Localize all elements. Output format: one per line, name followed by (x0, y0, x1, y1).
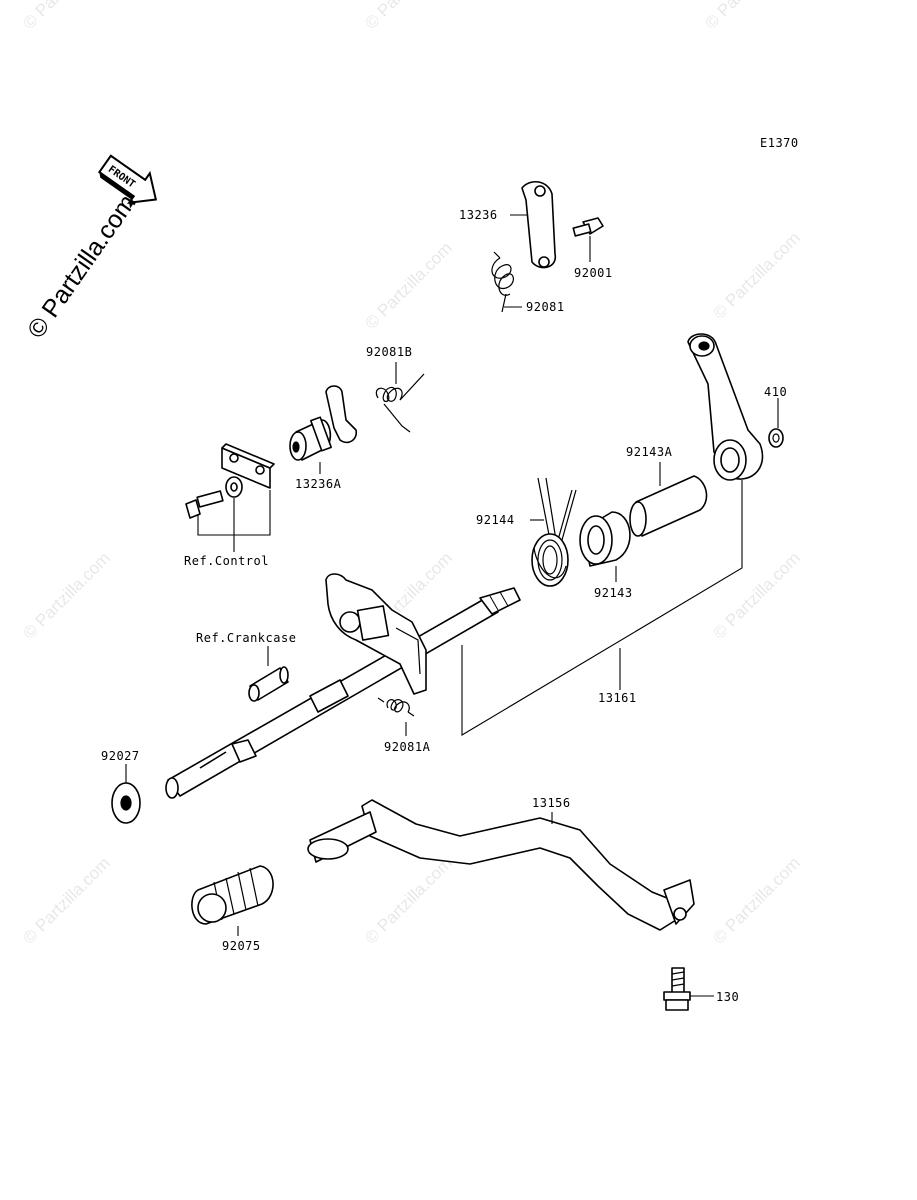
callout-labels: 13236 92001 92081 92081B 410 13236A 9214… (101, 208, 787, 1004)
callout-92143A: 92143A (626, 445, 673, 459)
callout-13156: 13156 (532, 796, 571, 810)
callout-92001: 92001 (574, 266, 613, 280)
callout-13236: 13236 (459, 208, 498, 222)
callout-92143: 92143 (594, 586, 633, 600)
part-92001-bolt (572, 217, 604, 237)
part-130-bolt (663, 967, 691, 1011)
callout-92081A: 92081A (384, 740, 431, 754)
part-92081B-spring (375, 373, 425, 433)
part-92081-spring (491, 251, 514, 313)
ref-crankcase-dowel (248, 666, 289, 702)
watermark: © Partzilla.com (361, 238, 455, 332)
watermark: © Partzilla.com (19, 548, 113, 642)
callout-130: 130 (716, 990, 739, 1004)
watermark: © Partzilla.com (19, 853, 113, 947)
callout-92075: 92075 (222, 939, 261, 953)
callout-410: 410 (764, 385, 787, 399)
watermark: © Partzilla.com (709, 853, 803, 947)
part-13161-shift-shaft (165, 573, 521, 799)
callout-13236A: 13236A (295, 477, 342, 491)
part-410-washer (768, 428, 784, 448)
part-92027-washer (111, 782, 141, 824)
part-13161-arm (687, 333, 764, 481)
callout-92081B: 92081B (366, 345, 412, 359)
callout-ref-control: Ref.Control (184, 554, 269, 568)
callout-13161: 13161 (598, 691, 637, 705)
callout-92081: 92081 (526, 300, 565, 314)
part-92143A-sleeve (629, 475, 708, 537)
callout-92027: 92027 (101, 749, 140, 763)
part-92081A-spring (377, 697, 415, 717)
bracket-13161 (461, 480, 743, 736)
diagram-code: E1370 (760, 136, 799, 150)
part-13236A-lever (289, 385, 358, 461)
part-92144-spring (531, 477, 577, 587)
watermark: © Partzilla.com (709, 228, 803, 322)
watermark: © Partzilla.com (361, 853, 455, 947)
brand-logo: © Partzilla.com (22, 189, 142, 343)
part-92075-pedal-rubber (191, 865, 274, 925)
callout-ref-crankcase: Ref.Crankcase (196, 631, 296, 645)
part-13236-lever (521, 181, 557, 269)
part-13156-shift-pedal (307, 799, 695, 931)
watermark: © Partzilla.com (701, 0, 795, 33)
watermark: © Partzilla.com (709, 548, 803, 642)
part-92143-collar (579, 511, 631, 567)
watermark: © Partzilla.com (19, 0, 113, 33)
ref-control-assembly (185, 443, 275, 552)
watermark: © Partzilla.com (361, 0, 455, 33)
callout-92144: 92144 (476, 513, 515, 527)
leader-lines (125, 214, 779, 997)
